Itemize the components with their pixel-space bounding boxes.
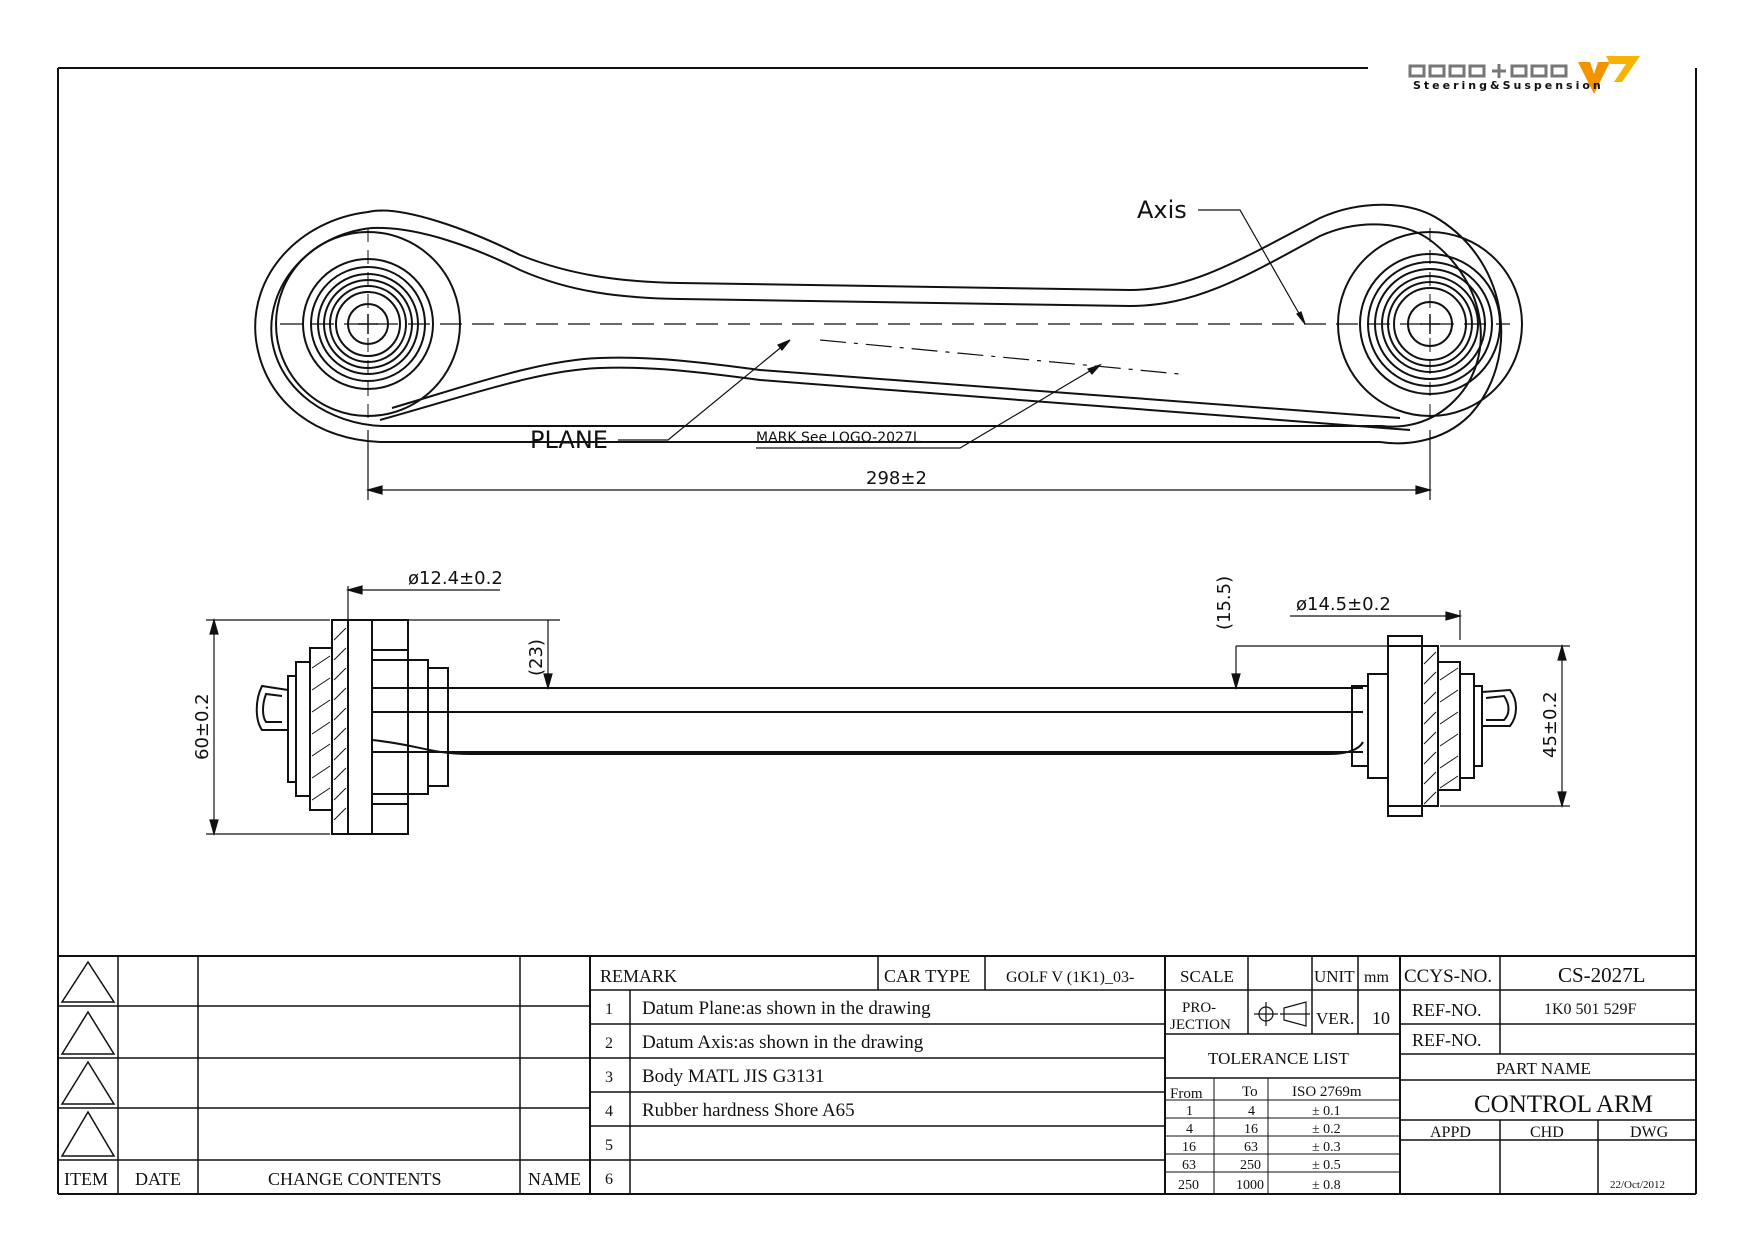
tolerance-value: ± 0.5 [1312, 1158, 1341, 1173]
projection-label-2: JECTION [1170, 1017, 1231, 1033]
right-height-label: 45±0.2 [1540, 691, 1561, 758]
remark-title: REMARK [600, 966, 677, 986]
ccys-no-value: CS-2027L [1558, 963, 1646, 987]
part-name-label: PART NAME [1496, 1059, 1591, 1078]
version-value: 10 [1372, 1008, 1390, 1028]
axis-callout-label: Axis [1137, 196, 1187, 224]
remark-num: 3 [605, 1069, 613, 1086]
header-item: ITEM [64, 1169, 108, 1189]
tolerance-to: 16 [1244, 1122, 1258, 1137]
version-label: VER. [1316, 1009, 1354, 1028]
unit-value: mm [1364, 969, 1389, 986]
right-offset-label: (15.5) [1214, 576, 1235, 630]
tolerance-value: ± 0.3 [1312, 1140, 1341, 1155]
projection-symbol-icon [1254, 1001, 1310, 1027]
header-date: DATE [135, 1169, 181, 1189]
ref-no-2-label: REF-NO. [1412, 1030, 1482, 1050]
tolerance-from: 16 [1182, 1140, 1196, 1155]
length-dimension-label: 298±2 [866, 468, 927, 489]
remark-num: 1 [605, 1001, 613, 1018]
tolerance-value: ± 0.1 [1312, 1104, 1341, 1119]
tolerance-from: 63 [1182, 1158, 1196, 1173]
tolerance-header-from: From [1170, 1086, 1203, 1102]
scale-label: SCALE [1180, 967, 1234, 986]
tolerance-rows: 1 4 ± 0.1 4 16 ± 0.2 16 63 ± 0.3 63 250 … [1178, 1104, 1341, 1193]
tolerance-to: 4 [1248, 1104, 1255, 1119]
right-diameter-label: ø14.5±0.2 [1296, 594, 1391, 615]
tolerance-header-to: To [1242, 1084, 1258, 1100]
tolerance-from: 1 [1186, 1104, 1193, 1119]
remark-num: 4 [605, 1103, 613, 1120]
left-offset-label: (23) [526, 639, 547, 676]
logo-tagline: Steering&Suspension [1413, 79, 1604, 92]
arm-outline-outer [254, 203, 1503, 445]
tolerance-to: 63 [1244, 1140, 1258, 1155]
remark-num: 5 [605, 1137, 613, 1154]
projection-label-1: PRO- [1182, 1000, 1216, 1016]
callouts [618, 209, 1306, 449]
car-type-value: GOLF V (1K1)_03- [1006, 969, 1134, 986]
remark-text: Datum Axis:as shown in the drawing [642, 1032, 924, 1053]
ccys-no-label: CCYS-NO. [1404, 966, 1492, 987]
tolerance-from: 4 [1186, 1122, 1193, 1137]
tolerance-value: ± 0.8 [1312, 1178, 1341, 1193]
drawing-date: 22/Oct/2012 [1610, 1179, 1665, 1191]
side-view [255, 619, 1517, 835]
remark-text: Datum Plane:as shown in the drawing [642, 998, 931, 1019]
revision-triangle-4 [60, 1110, 116, 1157]
ref-no-value: 1K0 501 529F [1544, 1001, 1637, 1018]
tolerance-to: 1000 [1236, 1178, 1264, 1193]
header-name: NAME [528, 1169, 581, 1189]
left-diameter-label: ø12.4±0.2 [408, 568, 503, 589]
logo-graphic [1408, 56, 1640, 94]
tolerance-from: 250 [1178, 1178, 1199, 1193]
revision-triangle-1 [60, 960, 116, 1003]
mark-callout-label: MARK See LOGO-2027L [756, 430, 921, 446]
header-change-contents: CHANGE CONTENTS [268, 1169, 442, 1189]
part-name-value: CONTROL ARM [1474, 1091, 1653, 1118]
tolerance-title: TOLERANCE LIST [1208, 1049, 1349, 1068]
revision-triangle-2 [60, 1010, 116, 1055]
revision-triangles [60, 960, 116, 1157]
remark-num: 2 [605, 1035, 613, 1052]
length-dimension [365, 430, 1433, 500]
plane-callout-label: PLANE [530, 426, 608, 454]
ref-no-label: REF-NO. [1412, 1000, 1482, 1020]
tolerance-to: 250 [1240, 1158, 1261, 1173]
dwg-label: DWG [1630, 1124, 1669, 1141]
remark-text: Body MATL JIS G3131 [642, 1066, 824, 1087]
revision-triangle-3 [60, 1060, 116, 1105]
left-height-label: 60±0.2 [192, 693, 213, 760]
company-logo: Steering&Suspension [1408, 56, 1640, 94]
title-block-grid [58, 955, 1696, 1194]
remark-text: Rubber hardness Shore A65 [642, 1100, 855, 1121]
remark-rows: 1 Datum Plane:as shown in the drawing 2 … [605, 998, 931, 1188]
arm-outline-inner [270, 223, 1482, 428]
remark-num: 6 [605, 1171, 613, 1188]
appd-label: APPD [1430, 1124, 1471, 1141]
chd-label: CHD [1530, 1124, 1564, 1141]
car-type-label: CAR TYPE [884, 966, 970, 986]
side-dimensions [206, 585, 1570, 837]
tolerance-value: ± 0.2 [1312, 1122, 1341, 1137]
unit-label: UNIT [1314, 967, 1355, 986]
tolerance-header-std: ISO 2769m [1292, 1084, 1362, 1100]
top-view [254, 203, 1523, 445]
